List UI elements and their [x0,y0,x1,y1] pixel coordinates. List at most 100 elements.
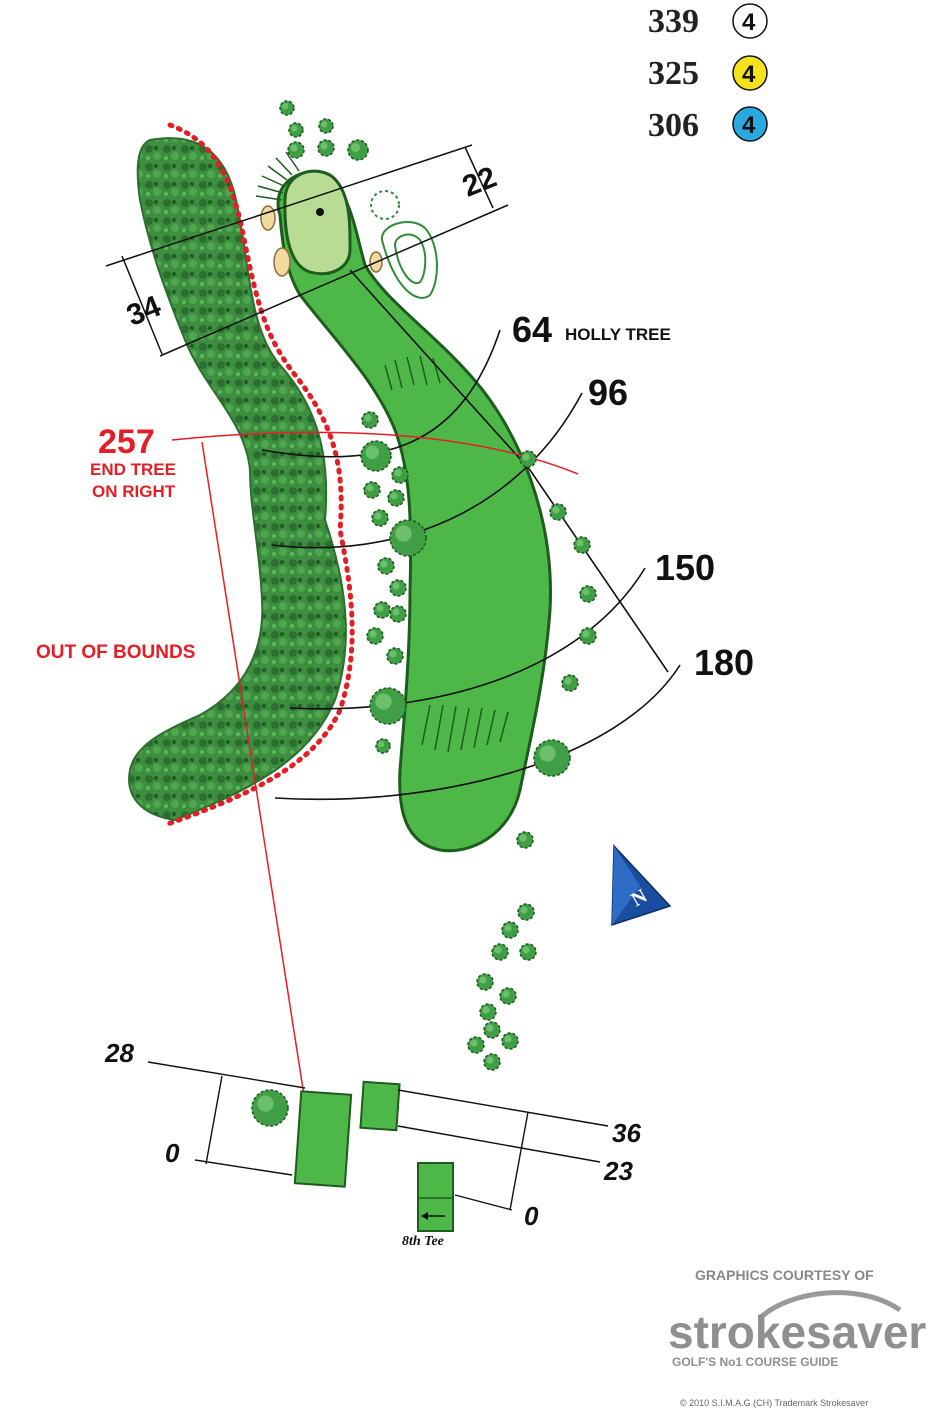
tree [501,921,519,939]
arc-64 [261,329,501,458]
yardage-64: 64 [512,309,552,350]
tee-dim-right-mid: 23 [603,1156,633,1186]
tree [389,519,427,557]
tree [347,139,369,161]
rough-marks [255,151,300,201]
yardage-arcs [261,329,681,801]
end-tree-line1: END TREE [90,460,176,479]
tree [373,601,391,619]
yardage-96: 96 [588,372,628,413]
next-tee-label: 8th Tee [402,1234,444,1249]
arc-150 [289,567,646,710]
tree [561,674,579,692]
strokesaver-swoosh [758,1290,902,1320]
tree [288,122,304,138]
next-tee [417,1162,454,1232]
bunker-left-lower [273,247,291,277]
carry-line [201,441,319,1186]
putting-green [283,169,352,276]
back-tee [293,1090,353,1188]
yardage-180: 180 [694,642,754,683]
tree [467,1036,485,1054]
tee-yards-white: 339 [648,3,699,40]
tree [318,118,334,134]
tree [279,100,295,116]
tree [389,579,407,597]
tree [366,627,384,645]
out-of-bounds-line [162,122,355,828]
tree [579,627,597,645]
tee-legend: 339 4 325 4 306 4 [648,3,768,144]
out-of-bounds-label: OUT OF BOUNDS [36,642,195,663]
tree [377,557,395,575]
tree [533,739,571,777]
middle-tee [359,1080,401,1132]
tee-dim-left-bottom: 0 [165,1138,180,1168]
tree [389,605,407,623]
tree [287,141,305,159]
tree [517,903,535,921]
par-badge-white [732,3,768,39]
tree [501,1032,519,1050]
tee-yards-blue: 306 [648,107,699,144]
tree [519,450,537,468]
arc-180 [274,664,681,801]
tee-boxes [293,1080,454,1232]
tree [491,943,509,961]
north-compass: N [611,844,672,927]
tree [363,481,381,499]
tree [251,1089,289,1127]
green-depth-label: 34 [122,290,166,333]
tree [499,987,517,1005]
tree [483,1053,501,1071]
yardage-150: 150 [655,547,715,588]
tree [387,489,405,507]
pin [316,208,324,216]
tree [483,1021,501,1039]
tree [391,466,409,484]
tree [371,509,389,527]
tree-belt [128,137,347,822]
carry-257: 257 [98,423,155,461]
par-blue: 4 [742,112,756,139]
credit-line1: GRAPHICS COURTESY OF [695,1267,874,1283]
par-badge-blue [732,106,768,142]
par-yellow: 4 [742,61,756,88]
tee-dim-right-bottom: 0 [524,1201,539,1231]
tree [360,440,392,472]
tree [519,943,537,961]
tree [386,647,404,665]
par-white: 4 [742,9,756,36]
tee-yards-yellow: 325 [648,55,699,92]
fairway-stripes [384,355,509,753]
fairway [276,170,552,853]
end-tree-line2: ON RIGHT [92,482,176,501]
tree [479,1003,497,1021]
tree [375,738,391,754]
tree [516,831,534,849]
bunker-left-upper [260,205,276,231]
mound [370,190,438,299]
credit-brand: strokesaver [668,1306,926,1358]
tee-dim-left-top: 28 [104,1038,134,1068]
tree [579,585,597,603]
tee-dimension-lines [147,1061,609,1211]
strokesaver-credit: GRAPHICS COURTESY OF strokesaver GOLF'S … [668,1267,926,1408]
par-badge-yellow [732,55,768,91]
credit-tagline: GOLF'S No1 COURSE GUIDE [672,1355,838,1369]
yardage-line [349,269,669,673]
tree [317,139,335,157]
tree [476,973,494,991]
arc-96 [271,392,583,549]
tree [369,687,407,725]
tree [549,503,567,521]
tree [573,536,591,554]
green-width-label: 22 [458,161,501,204]
tee-dim-right-top: 36 [612,1118,641,1148]
tree [361,411,379,429]
green-dimension-lines [105,144,509,357]
trees [251,100,597,1127]
credit-copyright: © 2010 S.I.M.A.G (CH) Trademark Strokesa… [680,1398,868,1408]
holly-tree-label: HOLLY TREE [565,325,671,344]
